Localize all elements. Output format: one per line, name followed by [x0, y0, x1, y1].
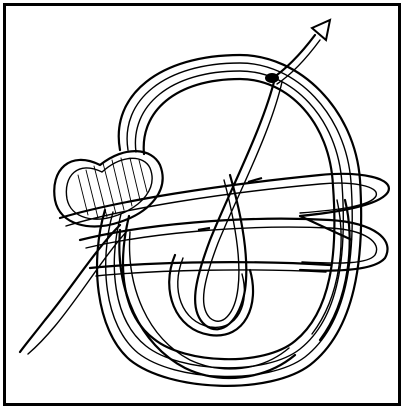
working-strand	[195, 78, 282, 329]
binding-node	[265, 73, 279, 83]
lower-loop-strand	[169, 255, 253, 335]
